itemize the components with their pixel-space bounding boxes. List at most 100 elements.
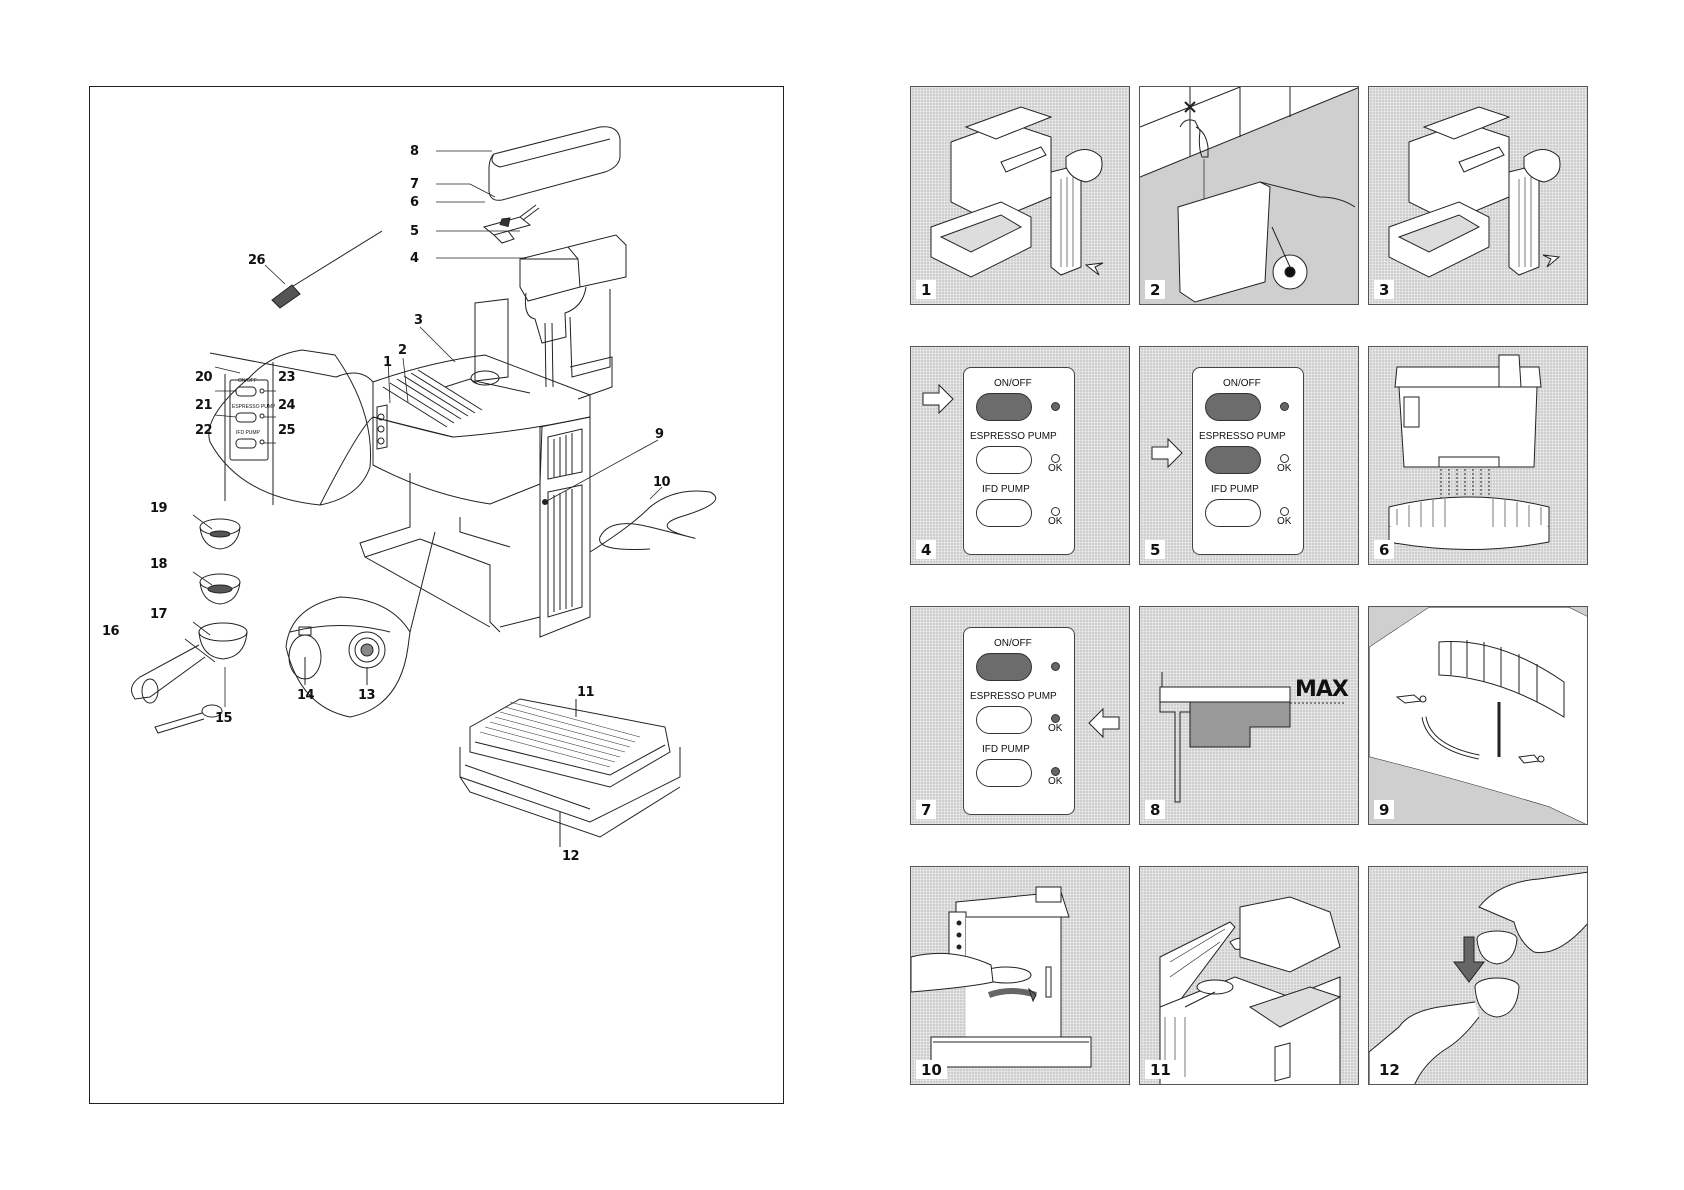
callout-9: 9: [655, 427, 664, 442]
callout-22: 22: [195, 423, 213, 438]
machine-illustration: [1388, 106, 1561, 278]
step-panel-5: ON/OFF ESPRESSO PUMP OK IFD PUMP OK 5: [1139, 346, 1359, 565]
max-level-label: MAX: [1295, 677, 1349, 702]
part-cleaning-brush: [271, 230, 383, 309]
ifd-pump-light-icon: [1051, 767, 1060, 776]
espresso-pump-label: ESPRESSO PUMP: [1199, 431, 1286, 442]
inset-on-off-label: ON/OFF: [238, 378, 257, 384]
on-off-button[interactable]: [976, 653, 1032, 681]
tap-illustration: [1140, 87, 1358, 304]
callout-15: 15: [215, 711, 233, 726]
on-off-light-icon: [1051, 662, 1060, 671]
step-number: 8: [1145, 800, 1166, 819]
espresso-pump-light-icon: [1280, 454, 1289, 463]
espresso-pump-light-icon: [1051, 714, 1060, 723]
part-lid: [488, 126, 621, 201]
step-number: 2: [1145, 280, 1166, 299]
callout-18: 18: [150, 557, 168, 572]
callout-4: 4: [410, 251, 419, 266]
inset-espresso-pump-label: ESPRESSO PUMP: [232, 404, 276, 410]
step-number: 6: [1374, 540, 1395, 559]
callout-10: 10: [653, 475, 671, 490]
arrow-right-icon: [1151, 437, 1183, 469]
step-number: 7: [916, 800, 937, 819]
on-off-light-icon: [1280, 402, 1289, 411]
ok-label: OK: [1277, 463, 1292, 474]
step-panel-11: 11: [1139, 866, 1359, 1085]
step-panel-1: 1: [910, 86, 1130, 305]
on-off-label: ON/OFF: [994, 638, 1032, 649]
on-off-light-icon: [1051, 402, 1060, 411]
callout-23: 23: [278, 370, 296, 385]
step-number: 3: [1374, 280, 1395, 299]
control-panel: ON/OFF ESPRESSO PUMP OK IFD PUMP OK: [963, 627, 1075, 815]
callout-7: 7: [410, 177, 419, 192]
step-panel-6: 6: [1368, 346, 1588, 565]
part-machine-body: [359, 354, 591, 638]
step-panel-9: 9: [1368, 606, 1588, 825]
step-number: 5: [1145, 540, 1166, 559]
step-number: 1: [916, 280, 937, 299]
ok-label: OK: [1048, 776, 1063, 787]
ok-label: OK: [1048, 516, 1063, 527]
espresso-pump-button[interactable]: [1205, 446, 1261, 474]
callout-21: 21: [195, 398, 213, 413]
callout-25: 25: [278, 423, 296, 438]
arrow-right-icon: [922, 383, 954, 415]
inset-ifd-pump-label: IFD PUMP: [236, 430, 260, 436]
exploded-view-frame: 8 7 6 5 4 26 3 2 1 20 21 22 23 24 25 9 1…: [89, 86, 784, 1104]
part-filters: [130, 518, 248, 734]
callout-leaders: [184, 150, 663, 707]
callout-1: 1: [383, 355, 392, 370]
callout-17: 17: [150, 607, 168, 622]
ifd-pump-light-icon: [1280, 507, 1289, 516]
on-off-button[interactable]: [976, 393, 1032, 421]
part-valve: [482, 204, 540, 244]
callout-16: 16: [102, 624, 120, 639]
ok-label: OK: [1048, 463, 1063, 474]
espresso-pump-light-icon: [1051, 454, 1060, 463]
on-off-label: ON/OFF: [1223, 378, 1261, 389]
ifd-pump-light-icon: [1051, 507, 1060, 516]
group-head-inset: [285, 531, 436, 718]
on-off-label: ON/OFF: [994, 378, 1032, 389]
control-panel: ON/OFF ESPRESSO PUMP OK IFD PUMP OK: [963, 367, 1075, 555]
on-off-button[interactable]: [1205, 393, 1261, 421]
step-panel-2: 2: [1139, 86, 1359, 305]
callout-11: 11: [577, 685, 595, 700]
ifd-pump-button[interactable]: [1205, 499, 1261, 527]
tank-cross-section-illustration: [1159, 672, 1345, 803]
ifd-pump-button[interactable]: [976, 759, 1032, 787]
callout-12: 12: [562, 849, 580, 864]
machine-illustration: [930, 106, 1104, 278]
step-number: 4: [916, 540, 937, 559]
exploded-view-drawing: [130, 126, 717, 847]
ifd-pump-button[interactable]: [976, 499, 1032, 527]
step-panel-7: ON/OFF ESPRESSO PUMP OK IFD PUMP OK 7: [910, 606, 1130, 825]
grate-holes: [479, 701, 641, 768]
open-lid-illustration: [1159, 896, 1342, 1084]
step-number: 12: [1374, 1060, 1405, 1079]
ifd-pump-label: IFD PUMP: [1211, 484, 1259, 495]
step-panel-12: 12: [1368, 866, 1588, 1085]
step-panel-8: MAX 8: [1139, 606, 1359, 825]
step-number: 11: [1145, 1060, 1176, 1079]
insert-filter-illustration: [1369, 871, 1587, 1084]
callout-6: 6: [410, 195, 419, 210]
step-panel-10: 10: [910, 866, 1130, 1085]
ok-label: OK: [1048, 723, 1063, 734]
callout-13: 13: [358, 688, 376, 703]
callout-26: 26: [248, 253, 266, 268]
espresso-pump-label: ESPRESSO PUMP: [970, 691, 1057, 702]
step-number: 10: [916, 1060, 947, 1079]
callout-3: 3: [414, 313, 423, 328]
part-drip-tray: [459, 698, 681, 847]
espresso-pump-button[interactable]: [976, 446, 1032, 474]
part-power-cord: [589, 490, 717, 553]
callout-20: 20: [195, 370, 213, 385]
espresso-pump-label: ESPRESSO PUMP: [970, 431, 1057, 442]
arrow-left-icon: [1088, 707, 1120, 739]
espresso-pump-button[interactable]: [976, 706, 1032, 734]
step-panel-3: 3: [1368, 86, 1588, 305]
machine-front-illustration: [1388, 354, 1550, 550]
